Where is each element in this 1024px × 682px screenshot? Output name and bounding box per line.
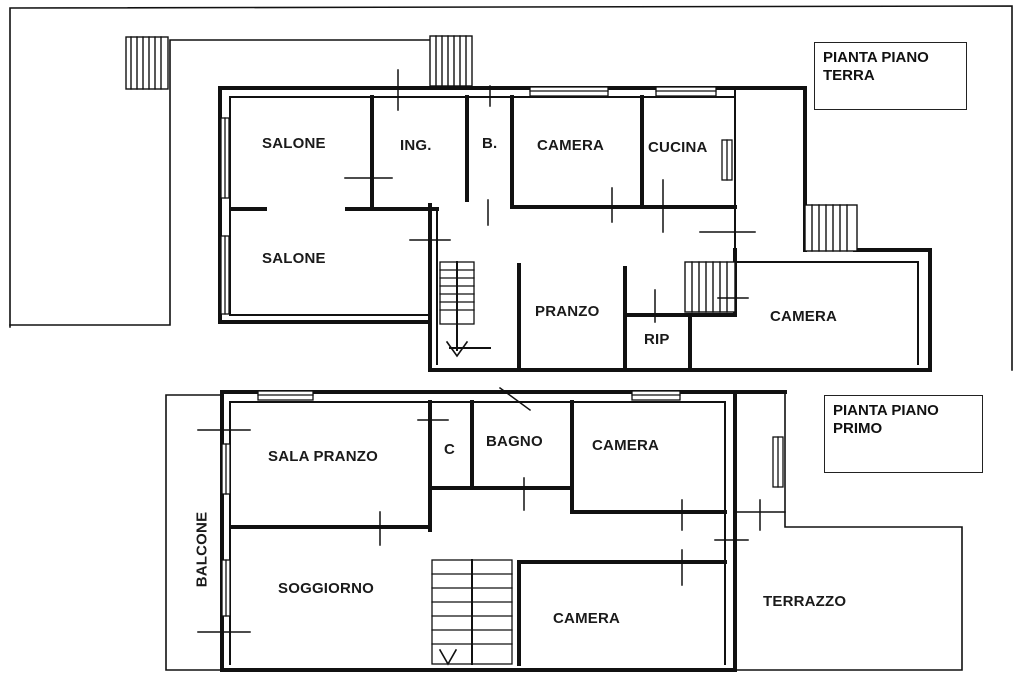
ground-outer-walls: [218, 86, 932, 372]
stair-first-interior: [431, 559, 513, 666]
first-floor-title: PIANTA PIANO PRIMO: [824, 395, 983, 473]
room-label-pranzo: PRANZO: [535, 303, 600, 320]
room-label-camera-right: CAMERA: [770, 308, 838, 325]
ground-floor-title: PIANTA PIANO TERRA: [814, 42, 967, 110]
balcony-outline: [165, 394, 223, 671]
first-doors: [197, 386, 786, 633]
first-windows: [221, 390, 784, 617]
stair-ground-entrance: [429, 35, 473, 87]
ground-floor-title-line1: PIANTA PIANO: [823, 49, 929, 66]
room-label-c: C: [444, 441, 456, 458]
ground-windows: [220, 86, 733, 315]
room-label-salone-bottom: SALONE: [262, 250, 326, 267]
room-label-bagno-first: BAGNO: [486, 433, 543, 450]
room-label-ripostiglio: RIP: [644, 331, 670, 348]
first-interior-walls: [230, 400, 727, 666]
room-label-salone-top: SALONE: [262, 135, 326, 152]
room-label-camera-top: CAMERA: [537, 137, 605, 154]
stair-ground-interior: [439, 261, 491, 358]
property-boundary: [9, 5, 1013, 371]
room-label-cucina: CUCINA: [648, 139, 708, 156]
stair-ground-left: [125, 36, 169, 90]
stair-ground-right: [684, 204, 858, 313]
room-label-camera-first-top: CAMERA: [592, 437, 660, 454]
ground-doors: [344, 69, 756, 323]
first-floor-title-line2: PRIMO: [833, 420, 883, 437]
room-label-balcone: BALCONE: [193, 511, 211, 588]
terrace-outline: [734, 391, 963, 671]
garden-boundary-left: [9, 39, 446, 326]
room-label-soggiorno: SOGGIORNO: [278, 580, 374, 597]
room-label-sala-pranzo: SALA PRANZO: [268, 448, 378, 465]
room-label-terrazzo: TERRAZZO: [763, 593, 847, 610]
room-label-ingresso: ING.: [400, 137, 432, 154]
room-label-bagno-ground: B.: [482, 135, 498, 152]
first-floor-title-line1: PIANTA PIANO: [833, 402, 939, 419]
ground-floor-title-line2: TERRA: [823, 67, 875, 84]
room-label-camera-first-bottom: CAMERA: [553, 610, 621, 627]
